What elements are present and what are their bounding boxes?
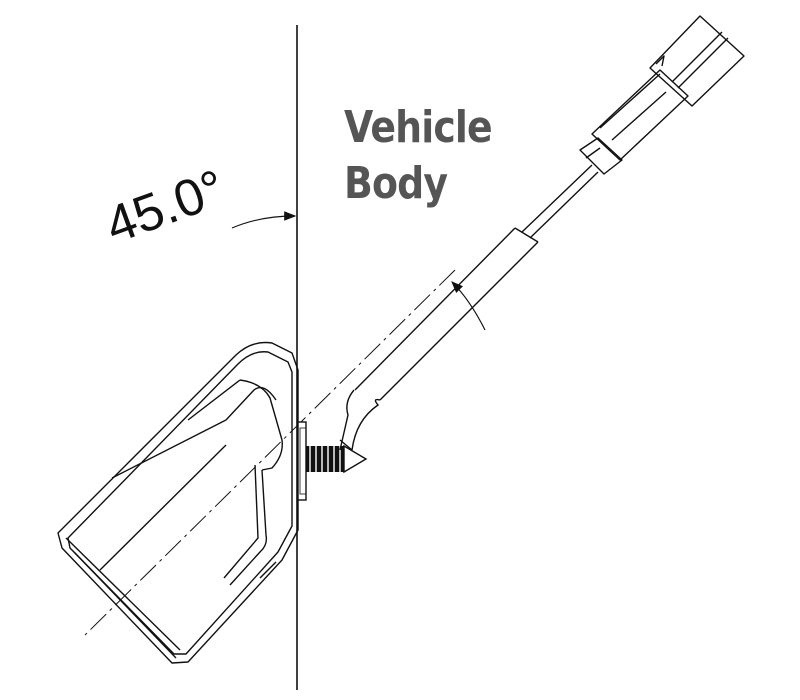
cable-shaft <box>339 227 539 451</box>
lamp-housing <box>57 341 299 664</box>
cable-thin <box>521 164 599 239</box>
connector <box>579 15 745 175</box>
vehicle-label-line2: Body <box>344 158 448 209</box>
angle-dimension-arrow-left <box>231 211 297 229</box>
vehicle-body-label: Vehicle Body <box>344 100 493 212</box>
angle-dimension-arc <box>451 281 486 331</box>
vehicle-label-line1: Vehicle <box>344 102 493 153</box>
center-axis-line <box>84 269 456 636</box>
mount-flange <box>297 421 307 501</box>
threaded-stud <box>306 444 368 474</box>
